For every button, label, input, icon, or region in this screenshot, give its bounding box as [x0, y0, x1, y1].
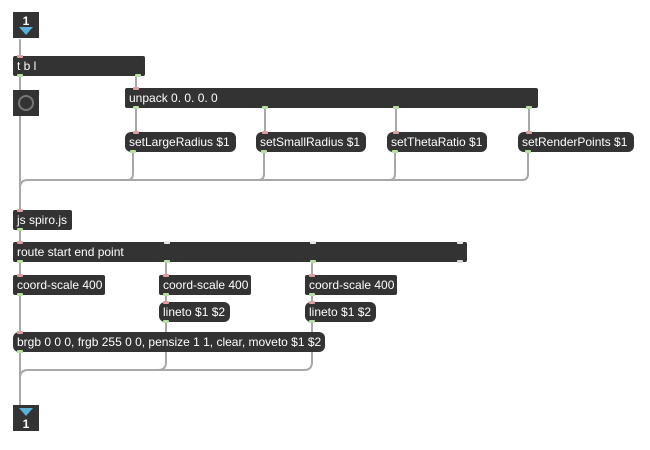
unpack-outlet-3[interactable]: [393, 106, 399, 109]
inlet-arrow-icon: [19, 27, 33, 35]
coord-scale-inlet-2[interactable]: [163, 274, 169, 277]
unpack-outlet-1[interactable]: [133, 106, 139, 109]
set-render-points-outlet[interactable]: [525, 150, 531, 153]
trigger-outlet-right[interactable]: [135, 74, 141, 77]
coord-scale-inlet-1[interactable]: [17, 274, 23, 277]
outlet-number: 1: [22, 417, 30, 431]
cord-msg2-js: [29, 151, 265, 181]
set-render-points-inlet[interactable]: [526, 131, 532, 134]
route-outlet-unmatched[interactable]: [457, 260, 463, 263]
coord-scale-label-2: coord-scale 400: [163, 278, 249, 292]
trigger-outlet-left[interactable]: [17, 74, 23, 77]
js-spiro-inlet[interactable]: [17, 209, 23, 212]
set-theta-ratio-label: setThetaRatio $1: [391, 135, 483, 149]
set-large-radius-inlet[interactable]: [133, 131, 139, 134]
outlet-arrow-icon: [19, 408, 33, 416]
trigger-inlet[interactable]: [17, 55, 23, 58]
route-outlet-point[interactable]: [310, 260, 316, 263]
lineto-label-2: lineto $1 $2: [309, 305, 372, 319]
init-message-inlet[interactable]: [17, 331, 23, 334]
set-theta-ratio-message[interactable]: setThetaRatio $1: [387, 131, 487, 153]
route-outlet-end[interactable]: [164, 260, 170, 263]
unpack-object[interactable]: unpack 0. 0. 0. 0: [125, 87, 538, 109]
set-large-radius-message[interactable]: setLargeRadius $1: [125, 131, 236, 153]
coord-scale-outlet-2[interactable]: [163, 293, 169, 296]
bang-circle-icon: [18, 95, 34, 111]
cord-msg4-js: [29, 151, 529, 181]
cord-lineto2-outlet: [29, 321, 313, 371]
coord-scale-outlet-1[interactable]: [17, 293, 23, 296]
js-spiro-label: js spiro.js: [17, 213, 68, 227]
lineto-message-2[interactable]: lineto $1 $2: [305, 301, 376, 323]
init-message-label: brgb 0 0 0, frgb 255 0 0, pensize 1 1, c…: [17, 335, 322, 349]
init-message-outlet[interactable]: [17, 350, 23, 353]
trigger-object[interactable]: t b l: [13, 55, 145, 77]
route-inlet-2[interactable]: [164, 241, 170, 244]
coord-scale-outlet-3[interactable]: [309, 293, 315, 296]
coord-scale-object-1[interactable]: coord-scale 400: [13, 274, 105, 296]
route-inlet-3[interactable]: [310, 241, 316, 244]
set-render-points-label: setRenderPoints $1: [522, 135, 628, 149]
unpack-object-label: unpack 0. 0. 0. 0: [129, 91, 218, 105]
route-inlet-1[interactable]: [17, 241, 23, 244]
unpack-inlet[interactable]: [133, 87, 139, 90]
bang-button[interactable]: [13, 90, 39, 116]
unpack-outlet-4[interactable]: [526, 106, 532, 109]
set-theta-ratio-inlet[interactable]: [393, 131, 399, 134]
lineto-inlet-2[interactable]: [309, 301, 315, 304]
coord-scale-label-3: coord-scale 400: [309, 278, 395, 292]
inlet-1[interactable]: 1: [13, 12, 39, 38]
set-theta-ratio-outlet[interactable]: [392, 150, 398, 153]
set-render-points-message[interactable]: setRenderPoints $1: [518, 131, 634, 153]
lineto-outlet-2[interactable]: [309, 320, 315, 323]
lineto-label-1: lineto $1 $2: [163, 305, 226, 319]
js-spiro-outlet[interactable]: [17, 228, 23, 231]
lineto-inlet-1[interactable]: [163, 301, 169, 304]
inlet-number: 1: [22, 14, 30, 28]
route-outlet-start[interactable]: [17, 260, 23, 263]
coord-scale-inlet-3[interactable]: [309, 274, 315, 277]
outlet-1[interactable]: 1: [13, 405, 39, 431]
init-message[interactable]: brgb 0 0 0, frgb 255 0 0, pensize 1 1, c…: [13, 331, 325, 353]
lineto-outlet-1[interactable]: [163, 320, 169, 323]
js-spiro-object[interactable]: js spiro.js: [13, 209, 72, 231]
route-object-label: route start end point: [17, 245, 124, 259]
set-small-radius-message[interactable]: setSmallRadius $1: [256, 131, 366, 153]
unpack-outlet-2[interactable]: [262, 106, 268, 109]
set-large-radius-label: setLargeRadius $1: [129, 135, 230, 149]
cord-msg3-js: [29, 151, 396, 181]
trigger-object-label: t b l: [17, 59, 37, 73]
route-object[interactable]: route start end point: [13, 241, 467, 263]
set-large-radius-outlet[interactable]: [130, 150, 136, 153]
coord-scale-object-3[interactable]: coord-scale 400: [305, 274, 397, 296]
coord-scale-object-2[interactable]: coord-scale 400: [159, 274, 251, 296]
set-small-radius-inlet[interactable]: [262, 131, 268, 134]
set-small-radius-label: setSmallRadius $1: [260, 135, 361, 149]
coord-scale-label-1: coord-scale 400: [17, 278, 103, 292]
set-small-radius-outlet[interactable]: [261, 150, 267, 153]
route-inlet-4[interactable]: [457, 241, 463, 244]
lineto-message-1[interactable]: lineto $1 $2: [159, 301, 230, 323]
